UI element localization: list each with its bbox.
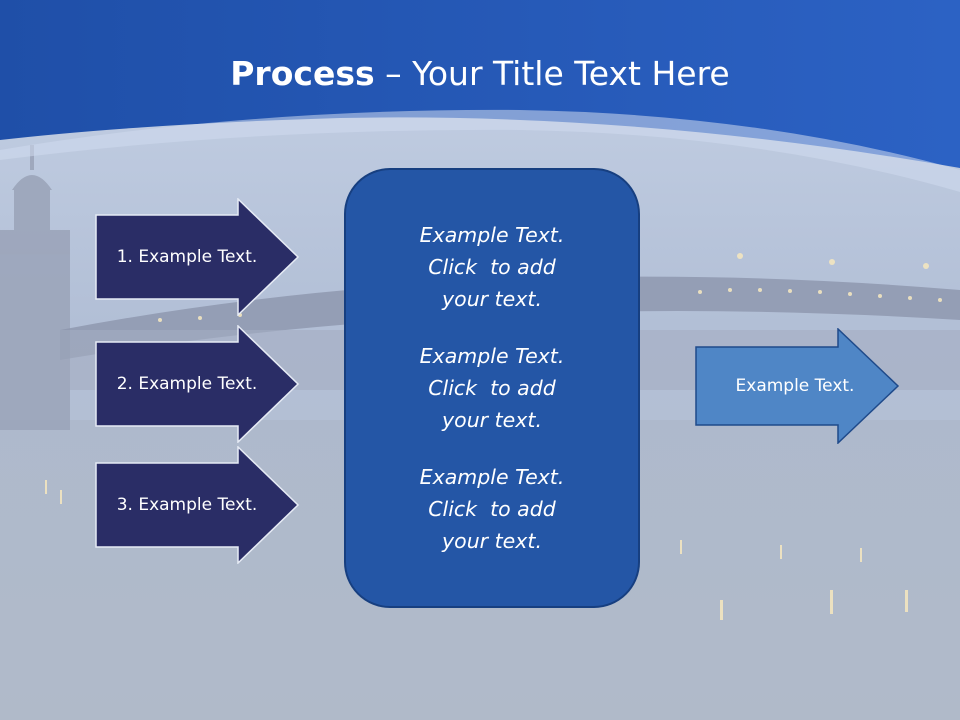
arrow-right-shape-icon [95,446,300,564]
cathedral-silhouette [0,145,70,430]
result-arrow-label: Example Text. [735,376,855,396]
process-arrow-3[interactable]: 3. Example Text. [95,446,300,564]
center-text-line: your text. [442,408,542,432]
center-text-line: Example Text. [419,465,565,489]
center-text-line: Click to add [428,376,556,400]
center-text-block-1[interactable]: Example Text. Click to add your text. [392,219,592,315]
process-arrow-label: 1. Example Text. [116,247,258,267]
center-text-block-2[interactable]: Example Text. Click to add your text. [392,340,592,436]
center-text-line: your text. [442,287,542,311]
arrow-right-shape-icon [695,328,900,444]
result-arrow[interactable]: Example Text. [695,328,900,444]
arrow-right-shape-icon [95,198,300,316]
process-arrow-label: 2. Example Text. [116,374,258,394]
center-text-line: Click to add [428,497,556,521]
process-arrow-1[interactable]: 1. Example Text. [95,198,300,316]
center-text-line: Example Text. [419,223,565,247]
process-center-box[interactable]: Example Text. Click to add your text. Ex… [344,168,640,608]
arrow-right-shape-icon [95,325,300,443]
title-rest: – Your Title Text Here [374,54,730,93]
center-text-line: your text. [442,529,542,553]
title-bold: Process [230,54,375,93]
center-text-line: Example Text. [419,344,565,368]
center-text-line: Click to add [428,255,556,279]
process-arrow-2[interactable]: 2. Example Text. [95,325,300,443]
process-arrow-label: 3. Example Text. [116,495,258,515]
slide-title[interactable]: Process – Your Title Text Here [0,52,960,96]
center-text-block-3[interactable]: Example Text. Click to add your text. [392,461,592,557]
city-lights [45,253,942,620]
